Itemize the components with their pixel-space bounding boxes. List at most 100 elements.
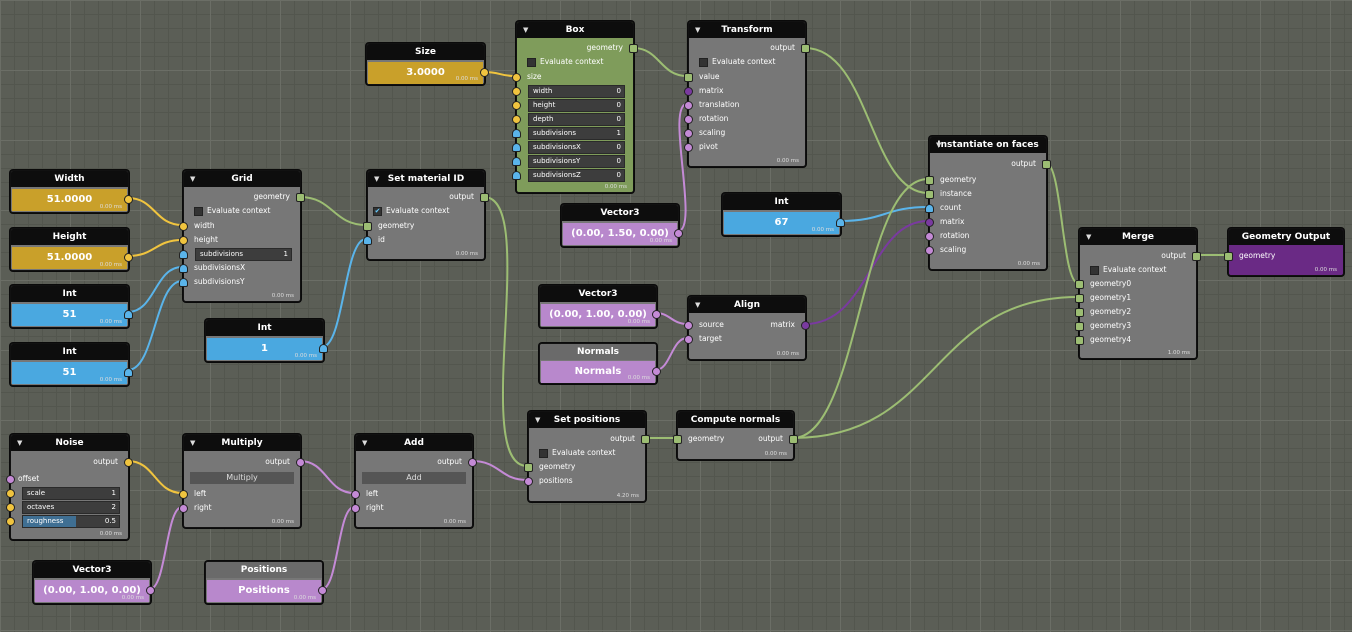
input-socket[interactable] [363,222,372,231]
evaluate-context-checkbox[interactable]: Evaluate context [527,55,603,69]
input-socket[interactable] [1224,252,1233,261]
input-socket[interactable] [179,236,188,245]
input-socket[interactable] [925,232,934,241]
collapse-icon[interactable]: ▼ [523,26,529,34]
vector3-node-c[interactable]: Vector3 (0.00, 1.00, 0.00) 0.00 ms [33,561,155,604]
input-socket[interactable] [351,490,360,499]
transform-node[interactable]: ▼Transform output Evaluate context value… [684,21,810,167]
collapse-icon[interactable]: ▼ [374,175,380,183]
evaluate-context-checkbox[interactable]: ✔Evaluate context [373,206,450,216]
collapse-icon[interactable]: ▼ [1086,233,1092,241]
input-socket[interactable] [179,264,188,273]
input-socket[interactable] [684,115,693,124]
geometry-output-node[interactable]: Geometry Output geometry 0.00 ms [1224,228,1344,276]
output-socket[interactable] [801,44,810,53]
input-socket[interactable] [6,517,15,526]
positions-value[interactable]: Positions [207,580,321,602]
evaluate-context-checkbox[interactable]: Evaluate context [1090,263,1166,277]
input-socket[interactable] [512,157,521,166]
add-node[interactable]: ▼Add output Add left right 0.00 ms [351,434,477,528]
output-socket[interactable] [789,435,798,444]
input-socket[interactable] [673,435,682,444]
int-value[interactable]: 51 [12,362,127,384]
input-socket[interactable] [512,73,521,82]
input-socket[interactable] [6,489,15,498]
set-positions-node[interactable]: ▼Set positions output Evaluate context g… [524,411,650,502]
input-socket[interactable] [179,504,188,513]
vector3-node-b[interactable]: Vector3 (0.00, 1.00, 0.00) 0.00 ms [539,285,661,328]
input-socket[interactable] [179,278,188,287]
collapse-icon[interactable]: ▼ [190,175,196,183]
set-material-id-node[interactable]: ▼Set material ID output ✔Evaluate contex… [363,170,489,260]
collapse-icon[interactable]: ▼ [17,439,23,447]
output-socket[interactable] [652,310,661,319]
input-socket[interactable] [1075,322,1084,331]
input-socket[interactable] [179,490,188,499]
int-value[interactable]: 1 [207,338,322,360]
input-socket[interactable] [684,143,693,152]
output-socket[interactable] [641,435,650,444]
size-value[interactable]: 3.0000 [368,62,483,84]
collapse-icon[interactable]: ▼ [362,439,368,447]
output-socket[interactable] [296,458,305,467]
positions-node[interactable]: Positions Positions 0.00 ms [205,561,327,604]
collapse-icon[interactable]: ▼ [936,141,942,149]
int-value[interactable]: 51 [12,304,127,326]
output-socket[interactable] [468,458,477,467]
operation-dropdown[interactable]: Add [362,472,466,484]
input-socket[interactable] [925,246,934,255]
operation-dropdown[interactable]: Multiply [190,472,294,484]
height-node[interactable]: Height 51.0000 0.00 ms [10,228,133,271]
input-socket[interactable] [1075,294,1084,303]
output-socket[interactable] [124,368,133,377]
output-socket[interactable] [480,193,489,202]
instantiate-on-faces-node[interactable]: ▼Instantiate on faces output geometry in… [925,136,1051,270]
merge-node[interactable]: ▼Merge output Evaluate context geometry0… [1075,228,1201,359]
grid-node[interactable]: ▼Grid geometry Evaluate context width he… [179,170,305,302]
int-value[interactable]: 67 [724,212,839,234]
output-socket[interactable] [1042,160,1051,169]
collapse-icon[interactable]: ▼ [535,416,541,424]
input-socket[interactable] [684,321,693,330]
output-socket[interactable] [319,344,328,353]
input-socket[interactable] [925,190,934,199]
input-socket[interactable] [684,101,693,110]
evaluate-context-checkbox[interactable]: Evaluate context [194,204,270,218]
output-socket[interactable] [674,229,683,238]
collapse-icon[interactable]: ▼ [695,26,701,34]
input-socket[interactable] [684,335,693,344]
input-socket[interactable] [512,115,521,124]
input-socket[interactable] [179,250,188,259]
input-socket[interactable] [684,73,693,82]
input-socket[interactable] [351,504,360,513]
input-socket[interactable] [512,143,521,152]
input-socket[interactable] [512,171,521,180]
input-socket[interactable] [512,87,521,96]
width-value[interactable]: 51.0000 [12,189,127,211]
output-socket[interactable] [124,458,133,467]
vector3-value[interactable]: (0.00, 1.00, 0.00) [541,304,655,326]
normals-value[interactable]: Normals [541,361,655,383]
input-socket[interactable] [925,218,934,227]
evaluate-context-checkbox[interactable]: Evaluate context [539,446,615,460]
box-node[interactable]: ▼Box geometry Evaluate context size widt… [512,21,638,193]
input-socket[interactable] [1075,308,1084,317]
int-node-3[interactable]: Int 1 0.00 ms [205,319,328,362]
output-socket[interactable] [124,253,133,262]
width-node[interactable]: Width 51.0000 0.00 ms [10,170,133,213]
input-socket[interactable] [684,129,693,138]
evaluate-context-checkbox[interactable]: Evaluate context [699,55,775,69]
output-socket[interactable] [652,367,661,376]
output-socket[interactable] [318,586,327,595]
output-socket[interactable] [629,44,638,53]
output-socket[interactable] [801,321,810,330]
